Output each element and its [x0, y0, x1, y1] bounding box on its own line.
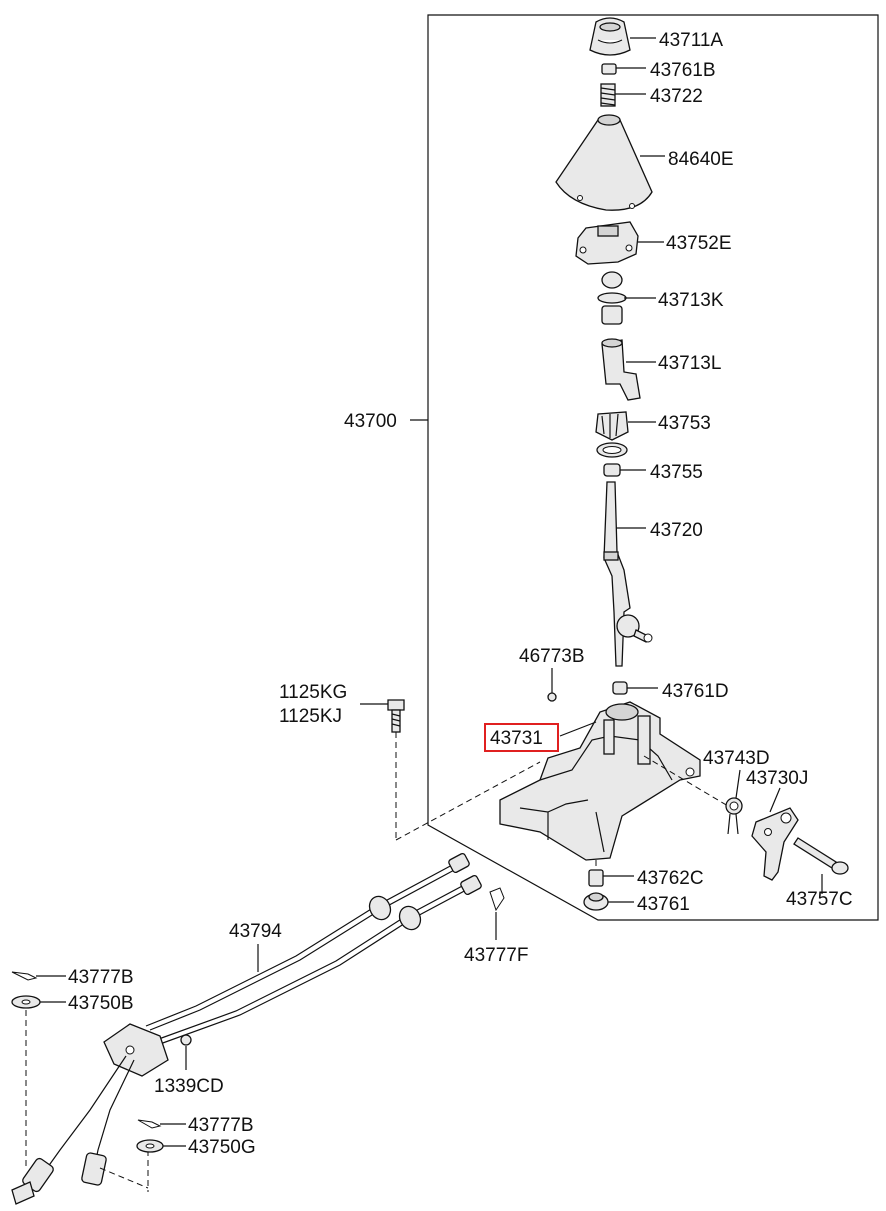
label-43731: 43731: [490, 728, 543, 749]
clip-46773B: [547, 692, 557, 702]
shift-cable-43794: [11, 853, 482, 1205]
label-43777B-top: 43777B: [68, 967, 134, 988]
bolt-1125KG: [387, 699, 405, 733]
label-43757C: 43757C: [786, 889, 853, 910]
label-84640E: 84640E: [668, 149, 734, 170]
retainer-43752E: [575, 221, 639, 265]
nut-1339CD: [180, 1034, 192, 1046]
label-43761D: 43761D: [662, 681, 729, 702]
label-43753: 43753: [658, 413, 711, 434]
shift-knob-43711A: [589, 17, 631, 56]
base-43731: [499, 701, 701, 861]
bushing-43713K: [597, 271, 627, 325]
label-43700: 43700: [344, 411, 397, 432]
assembly-boundary: [427, 14, 879, 921]
label-43752E: 43752E: [666, 233, 732, 254]
spring-43743D: [725, 797, 743, 835]
nut-43761B: [601, 63, 617, 75]
label-43777B-bottom: 43777B: [188, 1115, 254, 1136]
label-43794: 43794: [229, 921, 282, 942]
clip-43777B-bottom: [137, 1119, 162, 1129]
label-43762C: 43762C: [637, 868, 704, 889]
bushing-43755: [603, 463, 621, 477]
label-43761: 43761: [637, 894, 690, 915]
clip-43777F: [489, 887, 505, 912]
sleeve-43713L: [601, 338, 641, 401]
highlight-box-43731: [484, 723, 559, 752]
spring-43722: [600, 83, 616, 107]
pin-43757C: [793, 837, 849, 875]
label-43750G: 43750G: [188, 1137, 256, 1158]
label-43722: 43722: [650, 86, 703, 107]
label-1125KG: 1125KG: [279, 682, 347, 703]
boot-84640E: [555, 114, 653, 211]
label-43750B: 43750B: [68, 993, 134, 1014]
label-43743D: 43743D: [703, 748, 770, 769]
label-43720: 43720: [650, 520, 703, 541]
label-43730J: 43730J: [746, 768, 808, 789]
washer-43750G: [136, 1139, 164, 1153]
socket-43753: [595, 411, 629, 458]
nut-43761: [583, 892, 609, 911]
label-43777F: 43777F: [464, 945, 528, 966]
label-1125KJ: 1125KJ: [279, 706, 342, 727]
label-1339CD: 1339CD: [154, 1076, 224, 1097]
label-43713L: 43713L: [658, 353, 721, 374]
clip-43777B-top: [11, 971, 38, 981]
label-43761B: 43761B: [650, 60, 716, 81]
label-43713K: 43713K: [658, 290, 724, 311]
label-43711A: 43711A: [659, 30, 723, 51]
lever-43730J: [751, 807, 799, 881]
bushing-43762C: [588, 869, 604, 887]
lever-43720: [603, 481, 653, 667]
bushing-43761D: [612, 681, 628, 695]
label-46773B: 46773B: [519, 646, 585, 667]
label-43755: 43755: [650, 462, 703, 483]
washer-43750B: [11, 995, 41, 1009]
